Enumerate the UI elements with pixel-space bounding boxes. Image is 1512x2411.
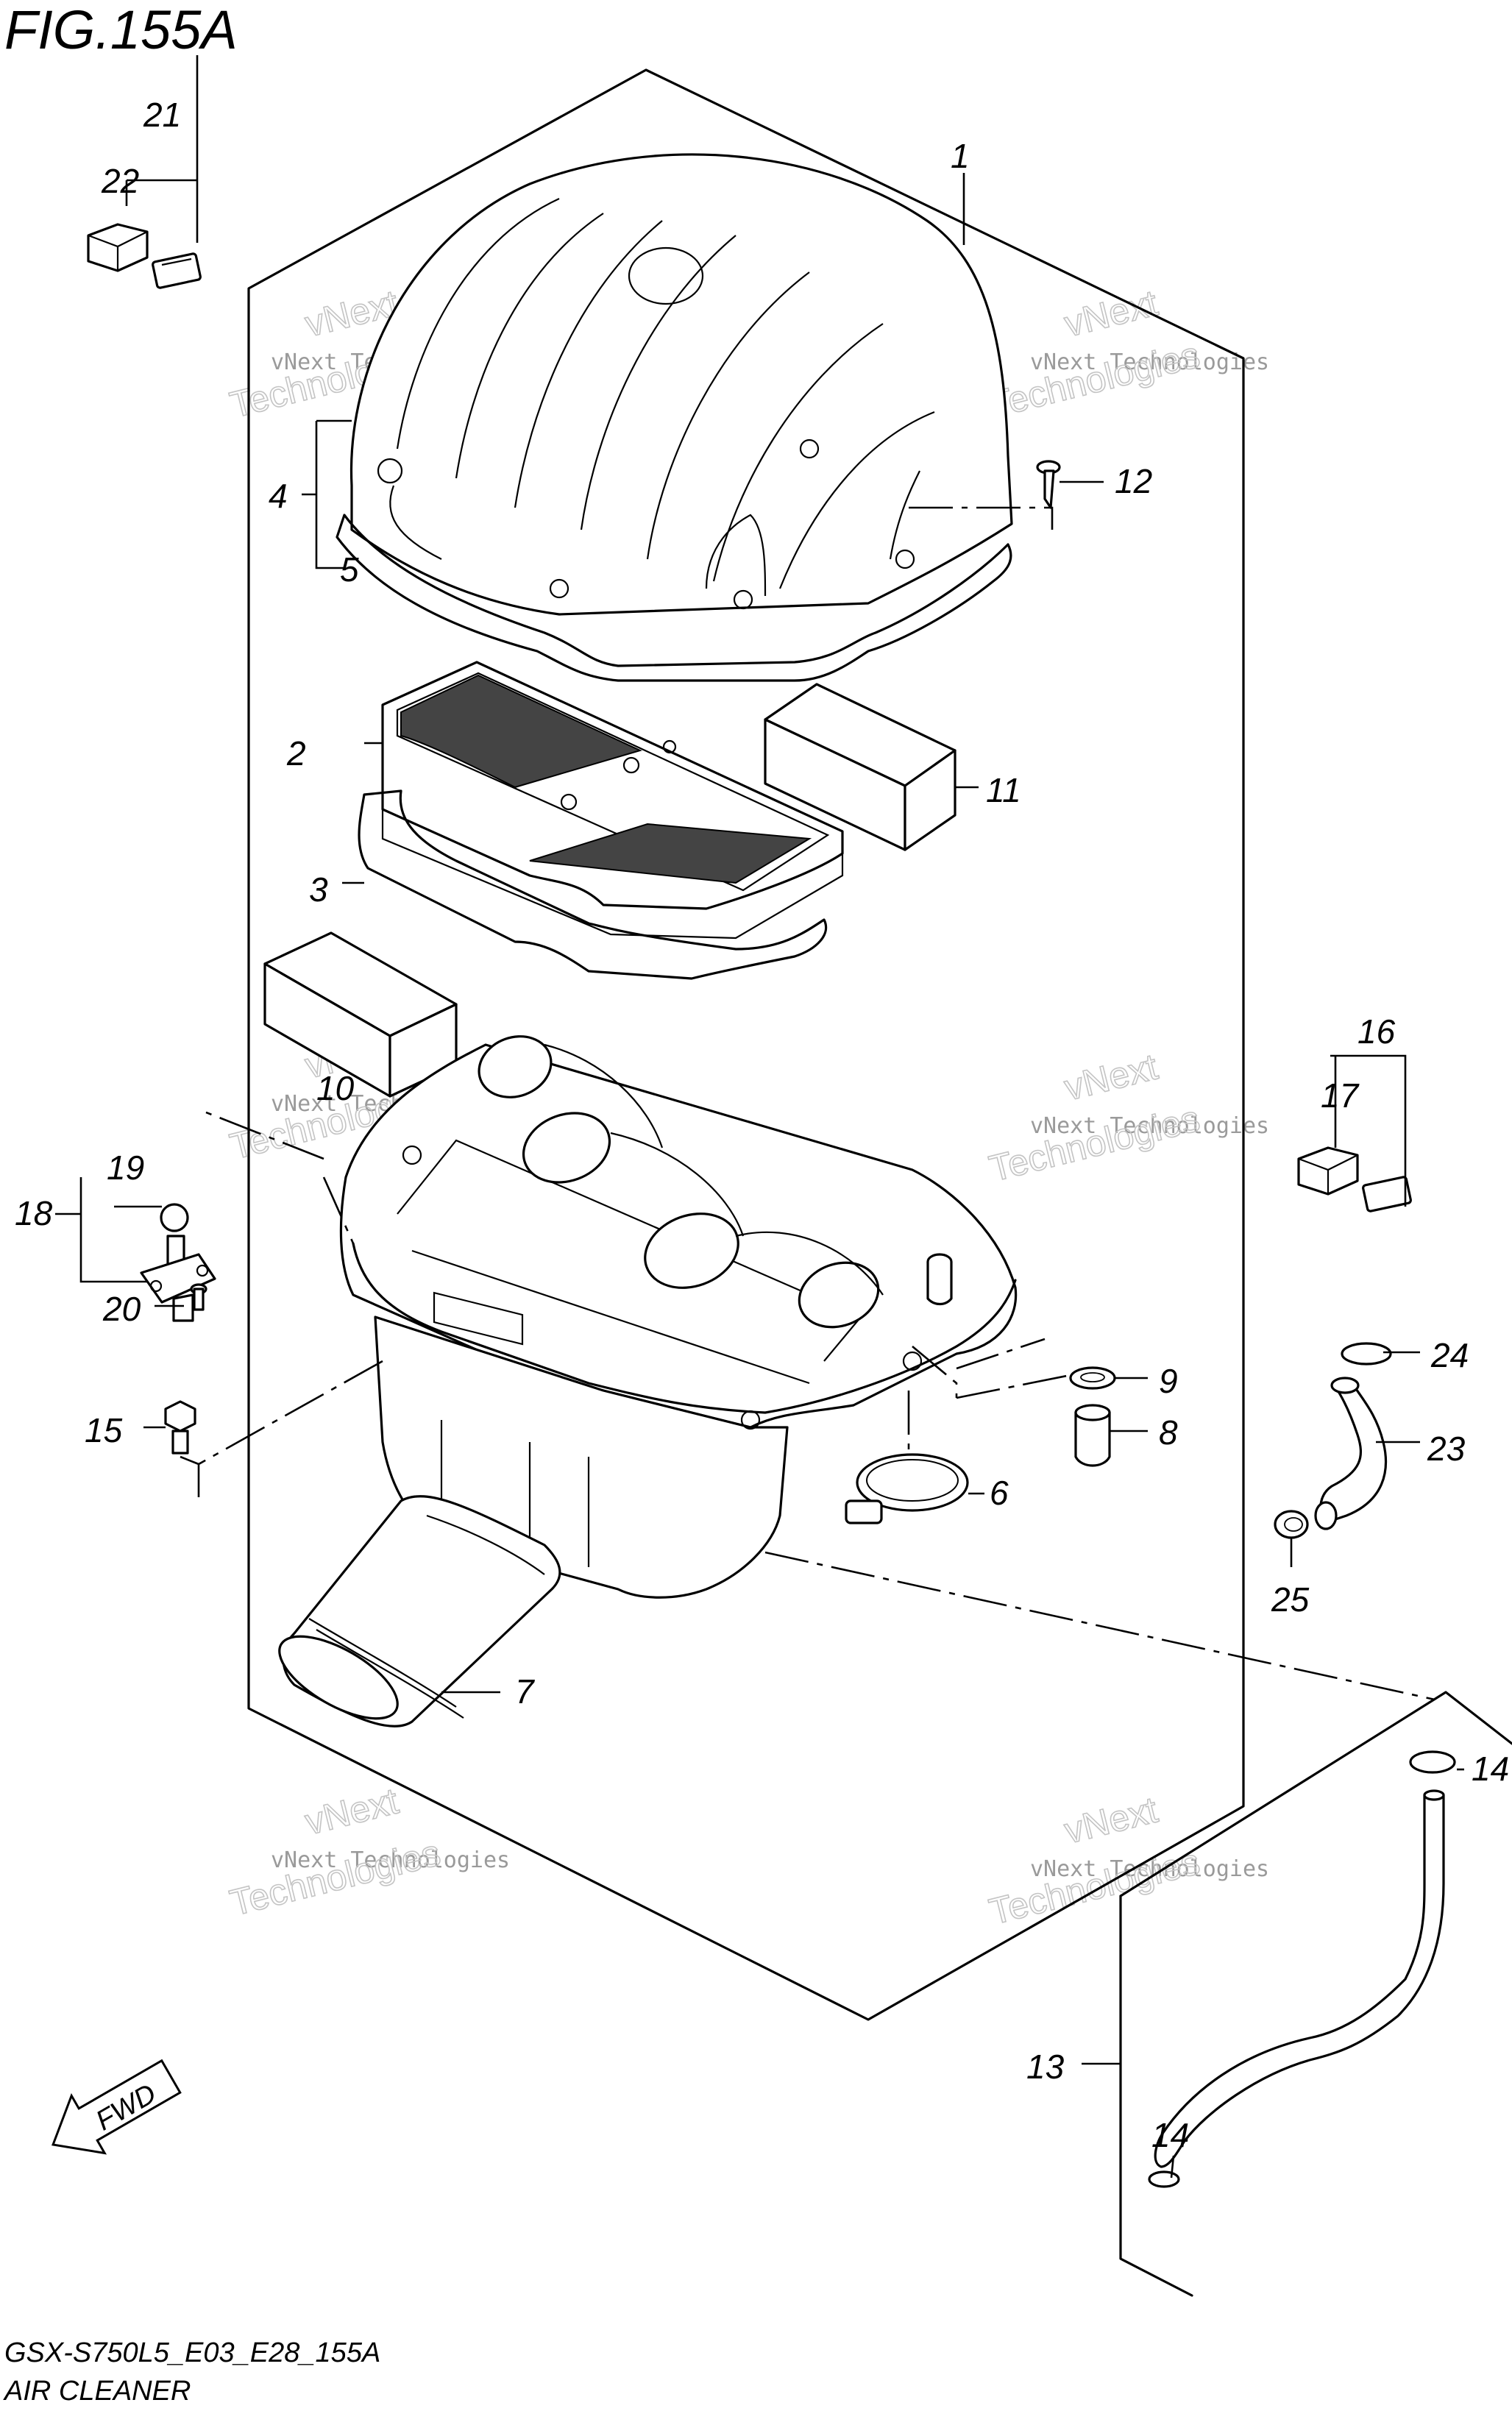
callout-2: 2 [286, 734, 306, 773]
upper-cover [349, 153, 1013, 616]
svg-text:vNext Technologies: vNext Technologies [1030, 349, 1269, 375]
hose-23 [1314, 1377, 1388, 1530]
callout-24: 24 [1430, 1336, 1469, 1374]
foam-block-10 [263, 931, 458, 1098]
cover-seal [336, 514, 1012, 682]
callout-5: 5 [340, 550, 359, 589]
leader-lines [55, 55, 1464, 2179]
callout-12: 12 [1115, 462, 1152, 500]
intake-duct-7 [278, 1495, 561, 1728]
drain-hose-13 [1154, 1789, 1445, 2168]
svg-text:vNext: vNext [1060, 1789, 1162, 1851]
callout-14-top: 14 [1472, 1750, 1509, 1788]
callout-19: 19 [107, 1148, 144, 1187]
callout-1: 1 [951, 137, 970, 175]
callout-7: 7 [515, 1672, 535, 1711]
callout-15: 15 [85, 1411, 123, 1449]
callout-17: 17 [1321, 1076, 1360, 1115]
figure-name: AIR CLEANER [3, 2376, 191, 2407]
clip-14-top [1409, 1750, 1456, 1774]
svg-text:vNext: vNext [1060, 1045, 1162, 1108]
svg-text:vNext: vNext [301, 1780, 402, 1842]
clip-24 [1341, 1342, 1392, 1366]
screw-20 [190, 1283, 207, 1311]
svg-text:Technologies: Technologies [985, 1098, 1204, 1190]
clamp-25 [1274, 1510, 1309, 1539]
svg-text:vNext: vNext [1060, 282, 1162, 344]
callout-3: 3 [309, 870, 328, 909]
foam-block-11 [764, 683, 956, 851]
bolt-15 [164, 1400, 196, 1455]
sensor-18 [140, 1203, 216, 1322]
screw-12 [1036, 460, 1061, 509]
callout-20: 20 [102, 1290, 141, 1328]
svg-text:Technologies: Technologies [985, 334, 1204, 426]
connector-17 [1297, 1146, 1412, 1212]
clamp-6 [845, 1453, 969, 1524]
drain-hose-box [1119, 1691, 1512, 2297]
callout-13: 13 [1026, 2048, 1065, 2086]
figure-code: GSX-S750L5_E03_E28_155A [4, 2337, 380, 2368]
fwd-arrow: FWD [52, 2059, 182, 2155]
svg-text:vNext Technologies: vNext Technologies [271, 1847, 510, 1873]
callout-25: 25 [1271, 1580, 1310, 1619]
callout-11: 11 [986, 771, 1021, 809]
svg-text:vNext Technologies: vNext Technologies [1030, 1113, 1269, 1139]
callout-14-bottom: 14 [1151, 2116, 1189, 2154]
callout-10: 10 [316, 1069, 355, 1107]
assembly-outline-box [247, 68, 1245, 2021]
filter-seal [358, 789, 828, 980]
plug-8 [1074, 1404, 1111, 1467]
filter-element [381, 661, 844, 940]
clip-14-bottom [1148, 2170, 1180, 2188]
watermark-mid-right: vNext Technologies Technologies vNext [984, 1045, 1269, 1190]
airbox-gasket-line [352, 1242, 1017, 1414]
callout-22: 22 [101, 162, 139, 200]
callout-8: 8 [1159, 1413, 1178, 1452]
callout-6: 6 [990, 1474, 1009, 1512]
figure-title: FIG.155A [4, 0, 238, 60]
callout-18: 18 [15, 1194, 53, 1232]
svg-text:Technologies: Technologies [985, 1841, 1204, 1933]
callout-23: 23 [1427, 1430, 1466, 1468]
watermark-bottom-left: vNext Technologies Technologies vNext [225, 1780, 510, 1925]
callout-16: 16 [1357, 1012, 1396, 1051]
callout-21: 21 [143, 96, 181, 134]
watermark-top-right: vNext Technologies Technologies vNext [984, 282, 1269, 427]
callout-9: 9 [1159, 1362, 1178, 1400]
callout-4: 4 [269, 477, 288, 515]
svg-text:Technologies: Technologies [226, 1832, 444, 1924]
connector-22 [87, 223, 202, 289]
oring-9 [1069, 1366, 1116, 1390]
watermark-bottom-right: vNext Technologies Technologies vNext [984, 1789, 1269, 1934]
